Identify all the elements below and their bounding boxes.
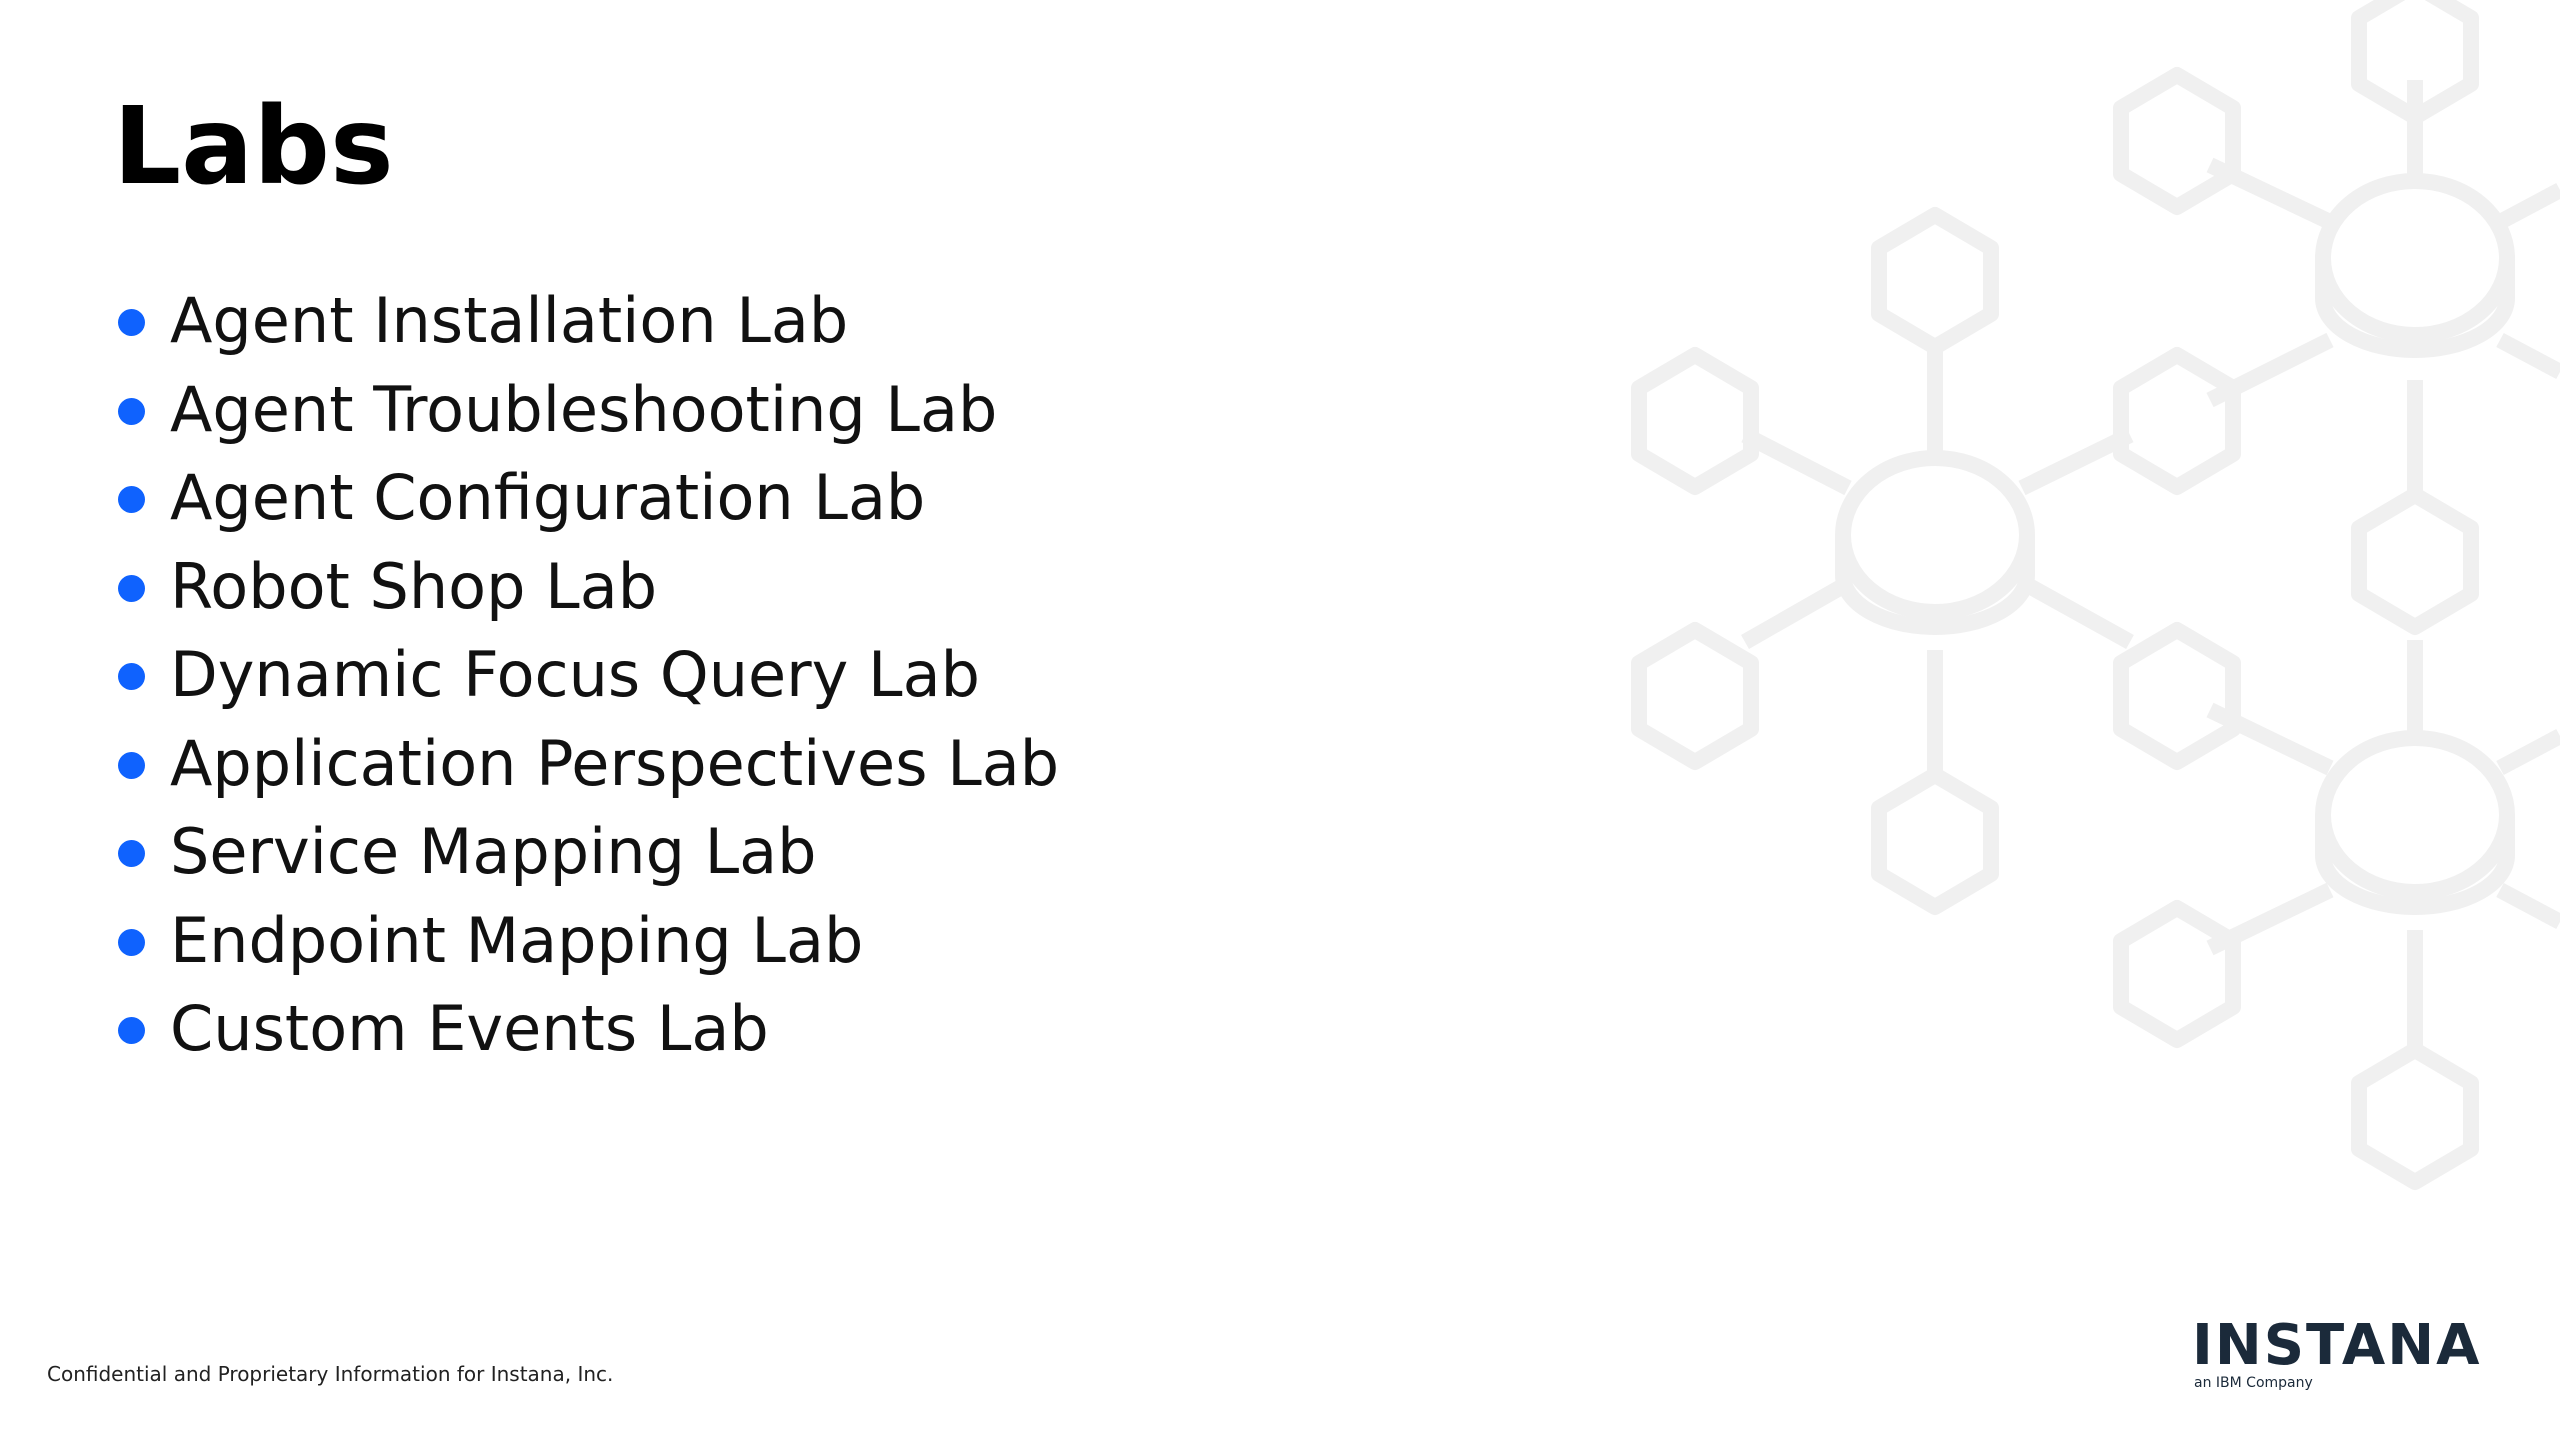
lab-label: Custom Events Lab	[170, 992, 769, 1065]
lab-label: Endpoint Mapping Lab	[170, 903, 864, 977]
lab-list: Agent Installation Lab Agent Troubleshoo…	[116, 277, 1059, 1074]
bullet-icon	[118, 928, 145, 956]
list-item: Service Mapping Lab	[116, 808, 1059, 897]
lab-label: Dynamic Focus Query Lab	[170, 638, 980, 711]
lab-label: Agent Installation Lab	[170, 284, 849, 357]
bullet-icon	[118, 397, 145, 425]
page-title: Labs	[113, 85, 394, 209]
list-item: Custom Events Lab	[116, 985, 1059, 1074]
lab-label: Agent Configuration Lab	[170, 461, 926, 534]
lab-label: Application Perspectives Lab	[170, 726, 1060, 800]
list-item: Agent Troubleshooting Lab	[116, 366, 1059, 455]
bullet-icon	[118, 751, 145, 779]
list-item: Endpoint Mapping Lab	[116, 897, 1059, 986]
logo-tagline: an IBM Company	[2194, 1375, 2313, 1391]
bullet-icon	[118, 663, 145, 690]
lab-label: Service Mapping Lab	[170, 815, 817, 888]
confidentiality-footer: Confidential and Proprietary Information…	[47, 1362, 614, 1386]
instana-logo: INSTANA an IBM Company	[2192, 1313, 2504, 1392]
list-item: Dynamic Focus Query Lab	[116, 631, 1059, 720]
list-item: Robot Shop Lab	[116, 543, 1059, 632]
lab-label: Agent Troubleshooting Lab	[170, 372, 998, 446]
logo-wordmark: INSTANA	[2192, 1313, 2482, 1378]
bullet-icon	[118, 574, 145, 602]
list-item: Agent Installation Lab	[116, 277, 1059, 366]
list-item: Agent Configuration Lab	[116, 454, 1059, 543]
bullet-icon	[118, 309, 145, 336]
bullet-icon	[118, 1017, 145, 1044]
lab-label: Robot Shop Lab	[170, 549, 658, 623]
bullet-icon	[118, 486, 145, 513]
bullet-icon	[118, 840, 145, 867]
list-item: Application Perspectives Lab	[116, 720, 1059, 809]
